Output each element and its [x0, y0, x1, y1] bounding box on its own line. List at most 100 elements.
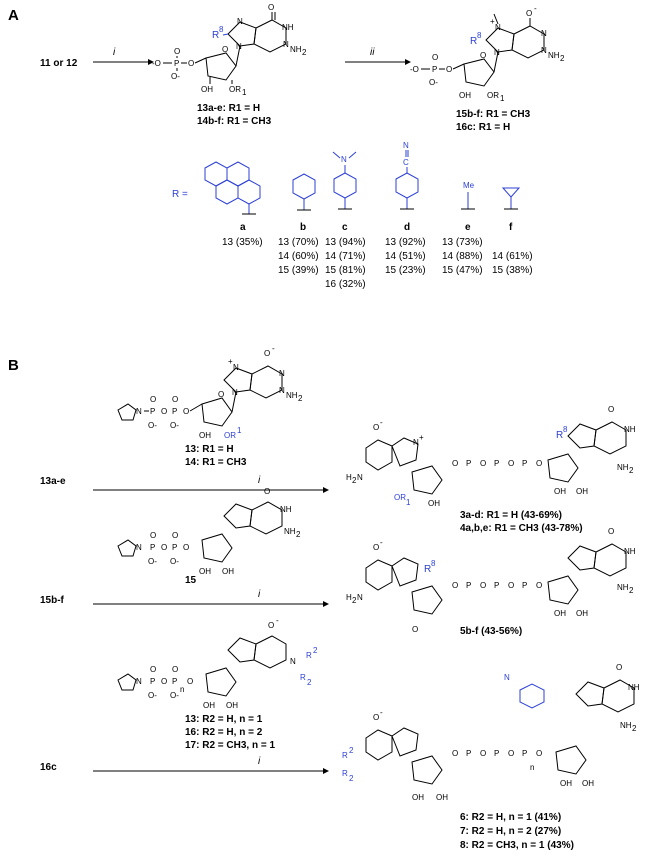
svg-text:NH: NH	[284, 527, 296, 536]
svg-text:O: O	[480, 581, 486, 590]
svg-text:P: P	[466, 459, 471, 468]
svg-text:O: O	[373, 543, 379, 552]
svg-text:P: P	[494, 459, 499, 468]
svg-text:O: O	[536, 749, 542, 758]
svg-text:NH: NH	[282, 23, 294, 32]
svg-text:1: 1	[406, 498, 411, 507]
svg-text:15 (47%): 15 (47%)	[442, 265, 483, 276]
svg-text:14 (61%): 14 (61%)	[492, 251, 533, 262]
svg-text:OH: OH	[201, 85, 213, 94]
svg-text:N: N	[341, 155, 347, 164]
svg-text:N: N	[283, 40, 289, 49]
svg-text:-: -	[380, 418, 383, 427]
svg-text:H: H	[346, 473, 352, 482]
svg-text:15 (81%): 15 (81%)	[325, 265, 366, 276]
svg-text:O-: O-	[170, 421, 179, 430]
yield-table: a 13 (35%) b 13 (70%) 14 (60%) 15 (39%) …	[222, 222, 533, 290]
svg-text:OH: OH	[226, 701, 238, 710]
svg-text:P: P	[466, 581, 471, 590]
row3-prod2: 7: R2 = H, n = 2 (27%)	[460, 826, 561, 837]
svg-text:P: P	[172, 677, 177, 686]
svg-text:O: O	[150, 531, 156, 540]
svg-text:15 (39%): 15 (39%)	[278, 265, 319, 276]
svg-text:P: P	[150, 543, 155, 552]
svg-text:8: 8	[477, 31, 482, 40]
svg-text:O-: O-	[171, 72, 180, 81]
svg-text:N: N	[357, 473, 363, 482]
svg-text:N: N	[504, 673, 510, 682]
svg-text:R: R	[342, 769, 348, 778]
svg-text:OH: OH	[428, 499, 440, 508]
svg-text:O: O	[188, 59, 194, 68]
svg-text:-O: -O	[410, 65, 419, 74]
svg-text:O: O	[172, 531, 178, 540]
svg-text:N: N	[290, 657, 296, 666]
svg-text:NH: NH	[628, 683, 640, 692]
svg-text:1: 1	[242, 88, 247, 97]
svg-text:O: O	[264, 349, 270, 358]
svg-text:O: O	[616, 663, 622, 672]
svg-text:P: P	[494, 749, 499, 758]
row1-prod2: 4a,b,e: R1 = CH3 (43-78%)	[460, 523, 583, 534]
svg-text:8: 8	[563, 425, 568, 434]
svg-text:NH: NH	[548, 51, 560, 60]
svg-text:13 (35%): 13 (35%)	[222, 237, 263, 248]
svg-text:OR: OR	[487, 91, 499, 100]
svg-text:2: 2	[352, 476, 357, 485]
svg-text:NH: NH	[617, 583, 629, 592]
svg-text:2: 2	[296, 530, 301, 539]
svg-text:O: O	[452, 459, 458, 468]
svg-text:O: O	[480, 749, 486, 758]
svg-text:13 (73%): 13 (73%)	[442, 237, 483, 248]
svg-text:-: -	[380, 708, 383, 717]
r-equals-label: R =	[172, 189, 188, 200]
svg-text:O: O	[480, 459, 486, 468]
svg-text:P: P	[522, 581, 527, 590]
svg-text:n: n	[530, 763, 534, 772]
svg-text:P: P	[522, 749, 527, 758]
svg-text:15 (23%): 15 (23%)	[385, 265, 426, 276]
row3-start: 16c	[40, 762, 57, 773]
svg-text:O-: O-	[170, 557, 179, 566]
svg-text:NH: NH	[620, 721, 632, 730]
svg-text:e: e	[465, 222, 471, 233]
svg-text:OH: OH	[459, 91, 471, 100]
svg-text:OH: OH	[412, 793, 424, 802]
svg-text:OH: OH	[436, 793, 448, 802]
svg-text:P: P	[432, 65, 437, 74]
arrow-a2-label: ii	[370, 47, 375, 58]
svg-text:N: N	[541, 29, 547, 38]
row3-prod1: 6: R2 = H, n = 1 (41%)	[460, 812, 561, 823]
svg-text:R: R	[306, 651, 312, 660]
svg-text:NH: NH	[286, 391, 298, 400]
arrow-a1-head	[148, 59, 154, 65]
svg-text:b: b	[300, 222, 306, 233]
svg-text:O: O	[172, 665, 178, 674]
svg-text:O: O	[608, 527, 614, 536]
row1-arrow-head	[323, 487, 329, 493]
row2-arrow-head	[323, 601, 329, 607]
svg-text:P: P	[172, 407, 177, 416]
svg-text:OH: OH	[560, 779, 572, 788]
svg-text:O: O	[222, 45, 228, 54]
svg-text:+: +	[419, 433, 424, 442]
svg-text:O: O	[268, 621, 274, 630]
svg-text:13 (70%): 13 (70%)	[278, 237, 319, 248]
svg-text:O: O	[412, 625, 418, 634]
row1-reagent1: 13: R1 = H	[185, 444, 234, 455]
svg-text:1: 1	[500, 94, 505, 103]
svg-text:R: R	[300, 673, 306, 682]
svg-text:P: P	[174, 59, 179, 68]
svg-text:OH: OH	[203, 701, 215, 710]
svg-text:OH: OH	[554, 609, 566, 618]
panel-b-label: B	[8, 357, 19, 374]
svg-text:OR: OR	[229, 85, 241, 94]
svg-text:O-: O-	[429, 78, 438, 87]
svg-text:OR: OR	[394, 493, 406, 502]
prod-a1-line1: 13a-e: R1 = H	[197, 103, 260, 114]
svg-text:-O: -O	[152, 59, 161, 68]
